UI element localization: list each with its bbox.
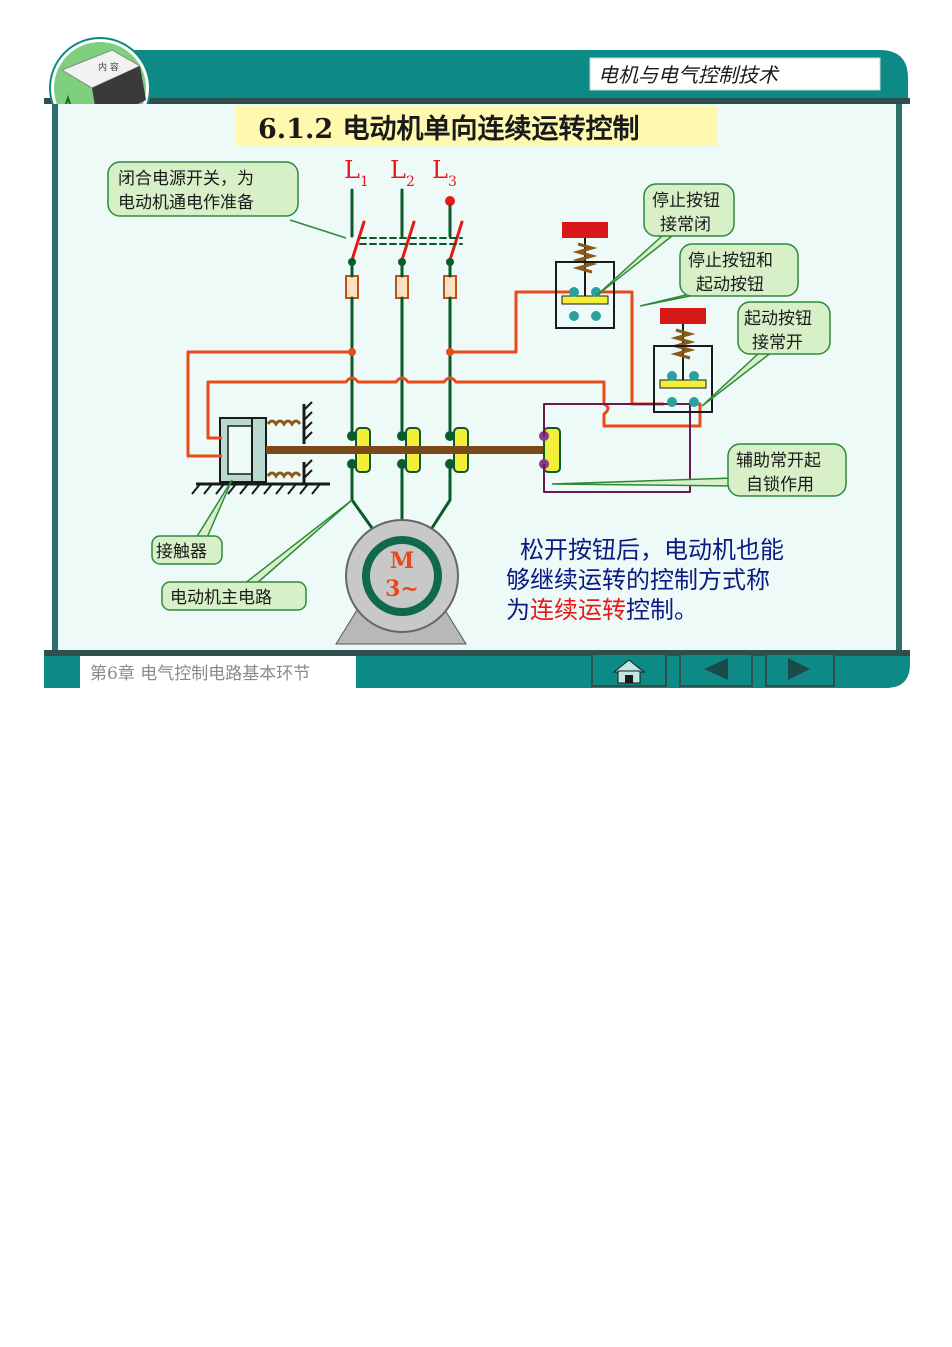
svg-text:接常闭: 接常闭	[660, 215, 711, 235]
contactor	[191, 401, 561, 495]
page-title: 6.1.2 电动机单向连续运转控制	[258, 113, 640, 145]
svg-text:接常开: 接常开	[752, 333, 803, 353]
header-frame: 电机与电气控制技术	[44, 42, 910, 104]
callout-stop-nc: 停止按钮 接常闭	[595, 183, 735, 297]
svg-text:停止按钮和: 停止按钮和	[688, 251, 773, 271]
explanation-line-2: 够继续运转的控制方式称	[506, 566, 770, 594]
stop-button	[555, 222, 615, 329]
explanation-line-3: 为连续运转控制。	[506, 596, 698, 624]
chapter-label: 第6章 电气控制电路基本环节	[90, 664, 310, 684]
callout-stop-start: 停止按钮和 起动按钮	[639, 243, 799, 307]
line-label-l2: L2	[390, 156, 415, 190]
svg-text:电动机主电路: 电动机主电路	[170, 588, 272, 608]
svg-text:接触器: 接触器	[156, 542, 207, 562]
stop-button-cap	[562, 222, 608, 238]
fuse-1	[345, 275, 359, 299]
line-label-l3: L3	[432, 156, 457, 190]
svg-text:辅助常开起: 辅助常开起	[736, 451, 821, 471]
svg-text:起动按钮: 起动按钮	[696, 275, 764, 295]
explanation-line-1: 松开按钮后，电动机也能	[520, 536, 784, 564]
callout-start-no: 起动按钮 接常开	[701, 301, 831, 407]
slide: 电机与电气控制技术 内 容 6.1.2 电动机单向连续运转控制 L1 L2 L3	[44, 37, 910, 688]
svg-text:闭合电源开关，为: 闭合电源开关，为	[118, 169, 254, 189]
home-icon	[612, 659, 646, 684]
callout-power-switch: 闭合电源开关，为 电动机通电作准备	[107, 161, 347, 239]
callout-contactor: 接触器	[151, 479, 233, 565]
callout-aux: 辅助常开起 自锁作用	[551, 443, 847, 497]
fuse-2	[395, 275, 409, 299]
logo-text: 内 容	[98, 61, 119, 73]
svg-text:停止按钮: 停止按钮	[652, 191, 720, 211]
svg-text:起动按钮: 起动按钮	[744, 309, 812, 329]
motor-label-phase: 3~	[385, 576, 419, 602]
course-title: 电机与电气控制技术	[598, 63, 780, 87]
motor-label-m: M	[390, 548, 414, 574]
next-button[interactable]	[765, 653, 835, 687]
home-button[interactable]	[591, 653, 667, 687]
course-title-box	[589, 57, 881, 91]
callout-main-circuit: 电动机主电路	[161, 499, 353, 611]
svg-text:自锁作用: 自锁作用	[746, 475, 814, 495]
next-arrow-icon	[788, 658, 810, 680]
fuse-3	[443, 275, 457, 299]
motor: M 3~	[335, 519, 467, 645]
start-button-cap	[660, 308, 706, 324]
explanation: 松开按钮后，电动机也能 够继续运转的控制方式称 为连续运转控制。	[506, 536, 784, 624]
prev-button[interactable]	[679, 653, 753, 687]
title-highlight	[236, 106, 718, 146]
prev-arrow-icon	[704, 658, 728, 680]
l3-terminal	[445, 196, 455, 206]
start-button	[653, 308, 713, 413]
line-label-l1: L1	[344, 156, 369, 190]
svg-text:电动机通电作准备: 电动机通电作准备	[118, 193, 254, 213]
